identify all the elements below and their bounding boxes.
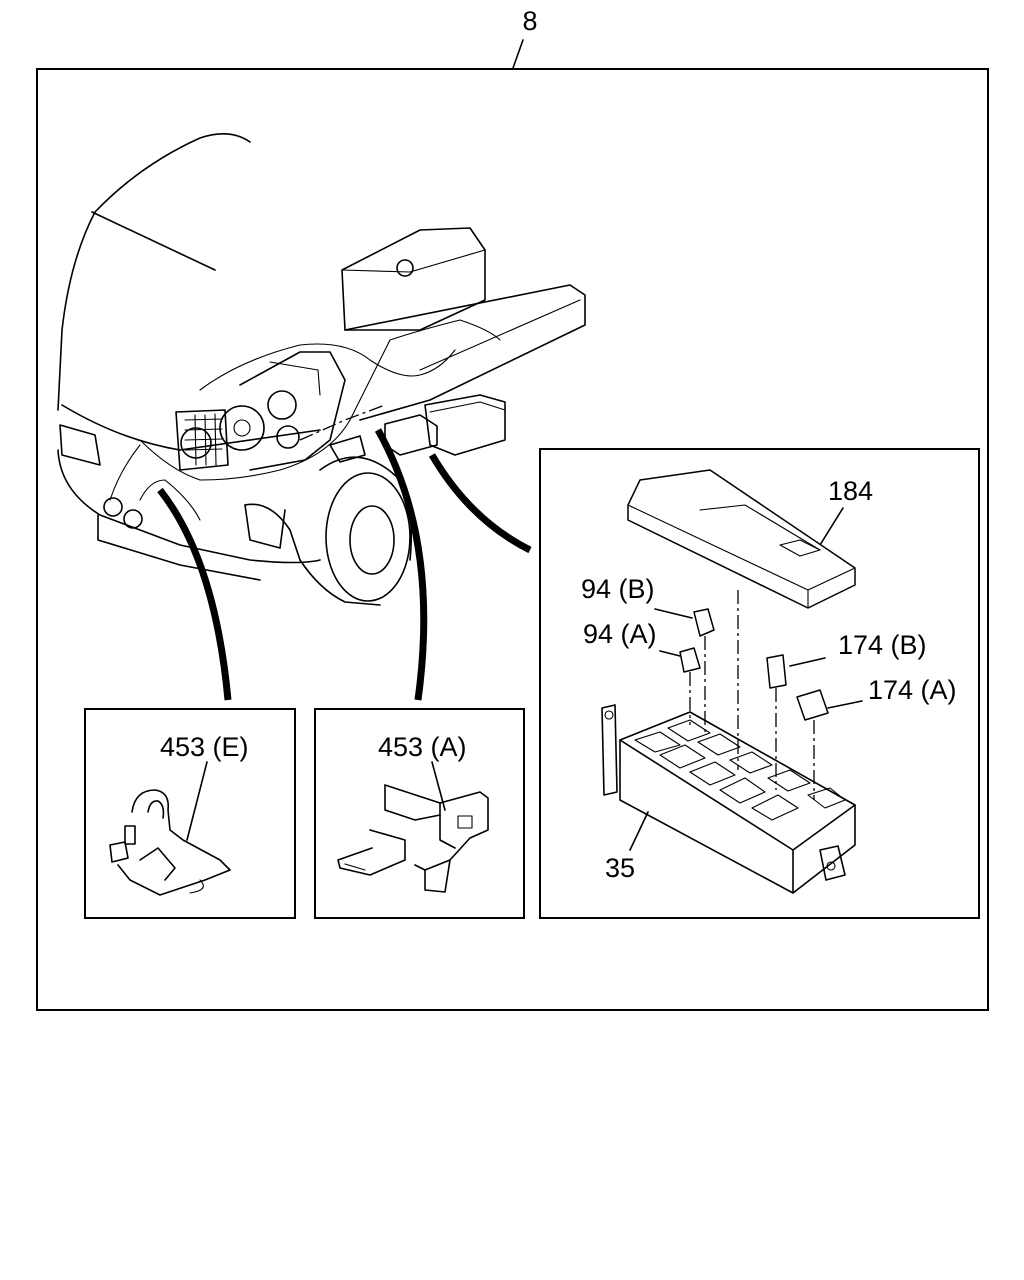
relay-174a: [796, 689, 829, 721]
leader-453e: [186, 761, 208, 841]
alternator: [267, 390, 297, 420]
radiator: [175, 409, 229, 471]
assembly-leader: [512, 39, 524, 69]
leader-184: [819, 507, 844, 546]
harness-upper: [199, 343, 456, 391]
alignment-lines: [689, 590, 815, 800]
callout-453a: 453 (A): [378, 732, 467, 762]
leader-94b: [654, 608, 693, 619]
cooling-fan: [180, 427, 212, 459]
cab-outline: [57, 133, 251, 411]
callout-35: 35: [605, 853, 635, 883]
leader-94a: [659, 650, 681, 657]
harness-front: [139, 479, 201, 521]
leader-174a: [827, 700, 863, 709]
callout-184: 184: [828, 476, 873, 506]
headlight: [59, 424, 101, 466]
windshield-line: [91, 211, 216, 271]
battery: [424, 394, 506, 456]
fender: [244, 503, 381, 606]
assembly-callout: 8: [522, 6, 537, 36]
pointer-453a: [374, 428, 428, 701]
fuse-box-slots: [634, 719, 846, 821]
battery-top: [429, 401, 506, 413]
fuse-94a: [679, 647, 701, 673]
leader-174b: [789, 657, 826, 667]
callout-94a: 94 (A): [583, 619, 657, 649]
fuse-box-body: [601, 704, 856, 894]
leader-35: [629, 811, 649, 851]
callout-174b: 174 (B): [838, 630, 927, 660]
fuel-tank: [341, 227, 486, 331]
callout-94b: 94 (B): [581, 574, 655, 604]
radiator-grid: [184, 413, 223, 466]
wheel-hub: [349, 505, 395, 575]
ac-compressor: [276, 425, 300, 449]
fuel-tank-edge: [341, 249, 486, 273]
engine-fan: [219, 405, 265, 451]
detail-frame-fuse-box: [539, 448, 980, 919]
detail-frame-453a: [314, 708, 525, 919]
engine-top: [269, 361, 321, 396]
callout-174a: 174 (A): [868, 675, 957, 705]
main-frame: [36, 68, 989, 1011]
vehicle-illustration: [57, 133, 586, 606]
fuse-94b: [693, 608, 715, 637]
fender-corner: [244, 504, 286, 549]
callout-453e: 453 (E): [160, 732, 249, 762]
fuse-box-cover: [627, 469, 856, 609]
hood-top: [61, 404, 321, 451]
fog-lamp-left: [103, 497, 123, 517]
engine-fan-hub: [233, 419, 251, 437]
relay-174b: [766, 654, 787, 689]
chassis-rail-inner: [419, 299, 581, 371]
pointer-fuse-box: [428, 453, 532, 554]
bumper-lower: [97, 514, 261, 581]
bracket-e-part: [109, 789, 231, 896]
fuel-pump: [396, 259, 414, 277]
bracket-a-part: [337, 784, 489, 893]
harness-main: [109, 319, 501, 501]
pointer-453e: [157, 487, 232, 701]
starter: [329, 435, 366, 463]
fog-lamp-right: [123, 509, 143, 529]
detail-frame-453e: [84, 708, 296, 919]
chassis-rail: [344, 284, 586, 421]
front-wheel: [325, 472, 411, 602]
harness-dashed: [299, 404, 386, 441]
